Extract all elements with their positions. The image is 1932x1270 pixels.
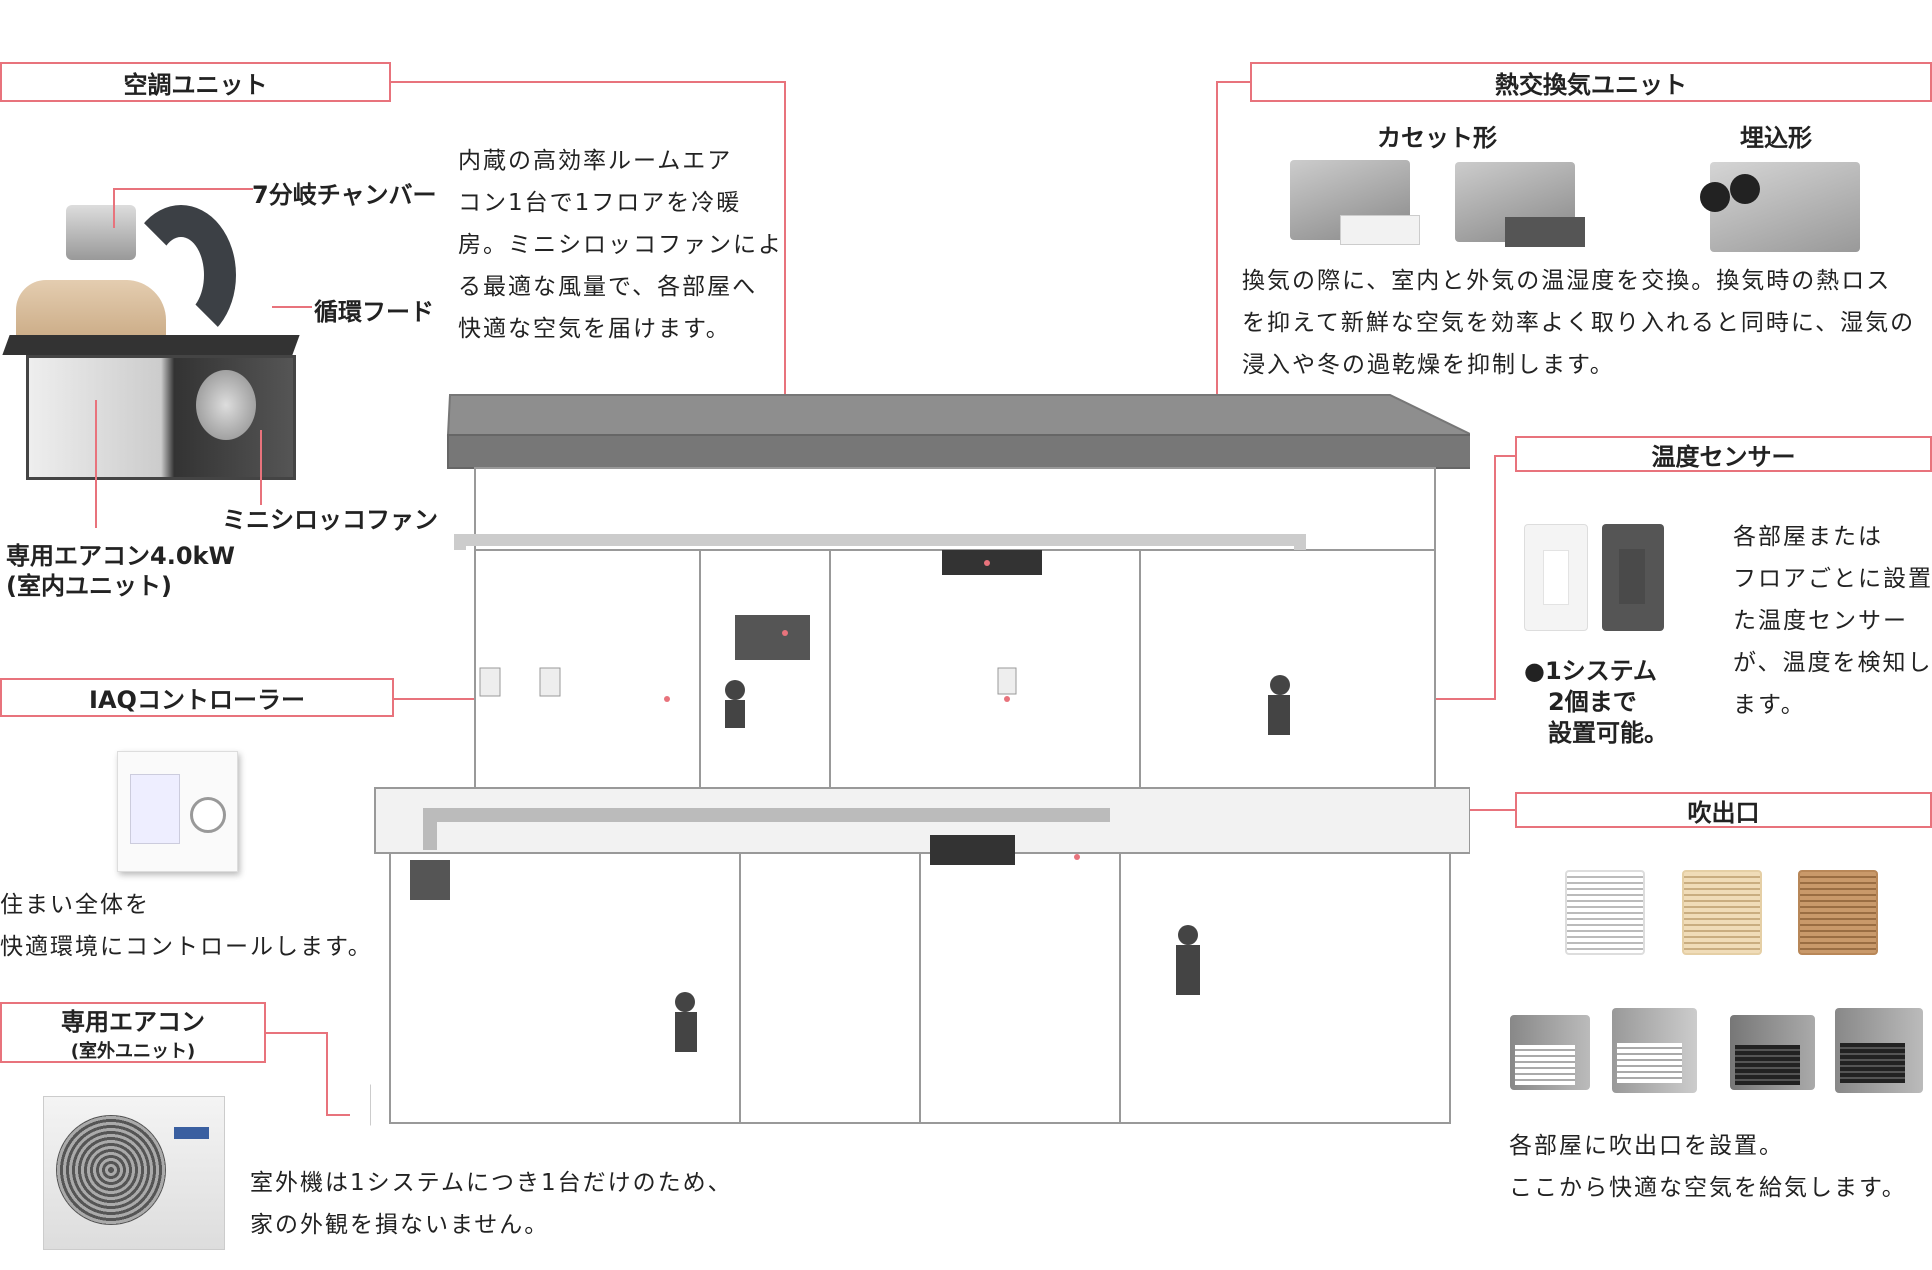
connector-line [391,81,785,83]
connector-dot [984,560,990,566]
connector-line [272,306,312,308]
desc-line: を抑えて新鮮な空気を効率よく取り入れると同時に、湿気の [1242,310,1916,336]
outlet-box-black-1-image [1730,1015,1815,1090]
indoor-unit-label: 専用エアコン4.0kW [6,542,235,570]
desc-line: 快適環境にコントロールします。 [0,934,373,960]
connector-line [113,188,253,190]
sensor-in-house [997,667,1017,695]
iaq-title: IAQコントローラー [89,686,305,714]
outlet-title: 吹出口 [1687,798,1760,827]
outlet-desc: 各部屋に吹出口を設置。ここから快適な空気を給気します。 [1509,1125,1907,1209]
connector-line [1494,455,1496,699]
desc-line: 室外機は1システムにつき1台だけのため、 [250,1170,733,1196]
embedded-type-label: 埋込形 [1740,124,1812,152]
iaq-in-house [539,667,561,697]
hood-label: 循環フード [314,298,434,326]
duct [423,808,1110,850]
sensor-note: ●1システム 2個まで設置可能。 [1524,656,1668,749]
aircon-unit-label: 空調ユニット [0,62,391,102]
outlet-label: 吹出口 [1515,792,1932,828]
duct-chamber [930,835,1015,865]
duct [454,534,1306,550]
outdoor-desc: 室外機は1システムにつき1台だけのため、家の外観を損ないません。 [250,1162,733,1246]
upper-floor [474,467,1436,789]
chamber-label: 7分岐チャンバー [252,181,437,209]
iaq-controller-label: IAQコントローラー [0,678,394,717]
desc-line: 各部屋または [1733,524,1883,550]
fan-label: ミニシロッコファン [222,506,438,534]
outlet-white-image [1565,870,1645,955]
note-line: 2個まで [1548,688,1637,716]
sensor-title: 温度センサー [1651,442,1796,471]
outdoor-subtitle: (室外ユニット) [70,1041,196,1062]
aircon-unit-title: 空調ユニット [123,70,268,99]
desc-line: ます。 [1733,692,1806,718]
heat-exchange-title: 熱交換気ユニット [1495,70,1687,99]
connector-dot [664,696,670,702]
connector-dot [1074,854,1080,860]
desc-line: 住まい全体を [0,892,150,918]
sensor-white-image [1524,524,1588,631]
outlet-brown-image [1798,870,1878,955]
outlet-beige-image [1682,870,1762,955]
desc-line: 浸入や冬の過乾燥を抑制します。 [1242,352,1615,378]
note-line: ●1システム [1524,657,1657,685]
connector-line [1216,81,1250,83]
connector-line [1494,455,1515,457]
outdoor-title: 専用エアコン [61,1008,205,1036]
desc-line: 快適な空気を届けます。 [458,316,731,342]
desc-line: た温度センサー [1733,608,1908,634]
embedded-unit-image [1700,162,1860,252]
note-line: 設置可能。 [1548,719,1668,747]
connector-line [260,430,262,505]
desc-line: 各部屋に吹出口を設置。 [1509,1133,1784,1159]
iaq-desc: 住まい全体を快適環境にコントロールします。 [0,884,373,968]
connector-line [326,1114,350,1116]
outlet-box-black-2-image [1835,1008,1923,1093]
heat-exchange-desc: 換気の際に、室内と外気の温湿度を交換。換気時の熱ロスを抑えて新鮮な空気を効率よく… [1242,260,1915,386]
connector-line [1216,81,1218,561]
desc-line: フロアごとに設置し [1733,566,1932,592]
outlet-box-white-1-image [1510,1015,1590,1090]
desc-line: る最適な風量で、各部屋へ [458,274,758,300]
connector-line [784,81,786,631]
aircon-unit-in-house [735,615,810,660]
outdoor-unit-label: 専用エアコン (室外ユニット) [0,1002,266,1063]
connector-dot [782,630,788,636]
cassette-unit-white-image [1290,160,1420,245]
aircon-unit-image [2,185,300,490]
house-cutaway-diagram [370,394,1470,1126]
desc-line: ここから快適な空気を給気します。 [1509,1175,1907,1201]
desc-line: 房。ミニシロッコファンによ [458,232,783,258]
outlet-box-white-2-image [1612,1008,1697,1093]
connector-line [266,1032,327,1034]
sensor-dark-image [1602,524,1664,631]
connector-line [113,188,115,228]
desc-line: 内蔵の高効率ルームエア [458,148,733,174]
cassette-type-label: カセット形 [1377,124,1497,152]
desc-line: 家の外観を損ないません。 [250,1212,550,1238]
outdoor-unit-image [43,1096,225,1250]
heat-exchange-unit-label: 熱交換気ユニット [1250,62,1932,102]
roof [446,394,1470,436]
connector-line [326,1032,328,1115]
desc-line: 換気の際に、室内と外気の温湿度を交換。換気時の熱ロス [1242,268,1892,294]
aircon-desc: 内蔵の高効率ルームエアコン1台で1フロアを冷暖房。ミニシロッコファンによる最適な… [458,140,783,350]
sensor-in-house [479,667,501,697]
cassette-unit-dark-image [1455,162,1585,247]
desc-line: が、温度を検知し [1733,650,1932,676]
connector-dot [1004,696,1010,702]
temperature-sensor-label: 温度センサー [1515,436,1932,472]
iaq-controller-image [117,751,238,872]
desc-line: コン1台で1フロアを冷暖 [458,190,742,216]
connector-line [95,400,97,528]
indoor-unit-sub-label: (室内ユニット) [6,572,172,600]
